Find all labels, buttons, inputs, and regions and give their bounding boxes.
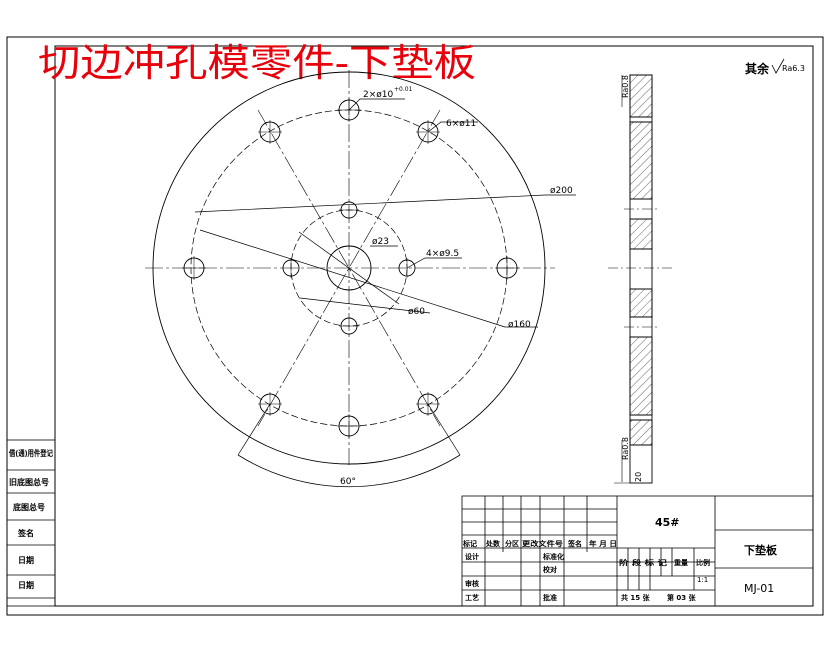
leader-2xd10 <box>348 98 405 111</box>
dim-6xd11: 6×ø11 <box>446 119 476 129</box>
strip-label-5: 日期 <box>18 555 34 565</box>
centerline-30-a <box>257 109 441 427</box>
hatch-1 <box>629 74 653 118</box>
leader-4xd95 <box>406 257 462 269</box>
roughness-symbol-icon <box>771 58 785 74</box>
hatch-3 <box>629 218 653 250</box>
rev-header-zone: 分区 <box>505 539 519 548</box>
part-name: 下垫板 <box>744 543 778 557</box>
hatch-2 <box>629 121 653 200</box>
rev-header-count: 处数 <box>485 539 501 548</box>
strip-label-6: 日期 <box>18 580 34 590</box>
dim-d200: ø200 <box>550 186 573 196</box>
drawing-title: 切边冲孔模零件-下垫板 <box>38 41 476 85</box>
side-holes-lines <box>630 116 652 446</box>
hatch-4 <box>629 288 653 318</box>
side-rough-bottom: Ra0.8 <box>621 437 630 460</box>
side-centerlines <box>608 208 674 328</box>
label-stage-mark: 阶 段 标 记 <box>619 558 667 567</box>
dim-line-d160 <box>199 229 506 328</box>
dim-d160: ø160 <box>508 320 531 330</box>
material: 45# <box>655 516 680 529</box>
strip-label-4: 签名 <box>17 528 34 538</box>
strip-label-1: 借(通)用件登记 <box>8 448 53 458</box>
label-scale: 比例 <box>696 558 710 567</box>
strip-label-3: 底图总号 <box>12 502 45 512</box>
dim-d60: ø60 <box>408 307 425 317</box>
rev-header-docno: 更改文件号 <box>522 539 563 548</box>
label-check: 审核 <box>465 579 479 588</box>
label-design: 设计 <box>465 552 479 561</box>
dim-line-d200 <box>194 194 546 213</box>
label-standardize: 标准化 <box>542 552 564 561</box>
dim-4xd95: 4×ø9.5 <box>426 249 459 259</box>
centerline-30-b <box>257 109 441 427</box>
angle-arc-60 <box>237 454 461 488</box>
label-approve: 批准 <box>543 593 557 602</box>
label-weight: 重量 <box>674 558 688 567</box>
center-hole <box>326 245 372 291</box>
sheet-number: 第 03 张 <box>667 593 697 602</box>
dim-line-d23 <box>298 231 400 305</box>
hatch-6 <box>629 419 653 446</box>
strip-label-2: 旧底图总号 <box>9 477 49 487</box>
title-block <box>461 495 814 607</box>
side-rough-top: Ra0.8 <box>621 75 630 98</box>
scale-value: 1:1 <box>697 576 708 584</box>
dim-d23: ø23 <box>372 237 389 247</box>
dim-angle-60: 60° <box>340 477 356 487</box>
label-audit: 校对 <box>543 565 557 574</box>
sheet-border <box>6 36 824 616</box>
hatch-5 <box>629 336 653 416</box>
rev-header-mark: 标记 <box>462 539 477 548</box>
roughness-note: 其余 <box>745 61 770 76</box>
leader-6xd11 <box>427 121 478 133</box>
frame-border <box>54 45 814 607</box>
side-dim-lines <box>614 75 630 484</box>
outer-circle <box>152 71 546 465</box>
rev-header-sign: 签名 <box>567 539 582 548</box>
side-view <box>608 74 674 484</box>
left-strip <box>6 439 56 607</box>
leader-d60 <box>403 309 431 314</box>
drawing-number: MJ-01 <box>744 582 774 595</box>
dim-line-d60 <box>299 297 405 311</box>
sheets-total: 共 15 张 <box>621 593 651 602</box>
dim-2xd10-tol: +0.01 <box>394 86 413 93</box>
side-thickness: 20 <box>634 472 643 482</box>
roughness-value: Ra6.3 <box>782 64 805 73</box>
dim-2xd10: 2×ø10 <box>363 90 393 100</box>
rev-header-date: 年 月 日 <box>589 539 617 548</box>
angle-ext-lines <box>237 403 461 456</box>
front-view <box>145 70 576 488</box>
label-process: 工艺 <box>465 593 479 602</box>
